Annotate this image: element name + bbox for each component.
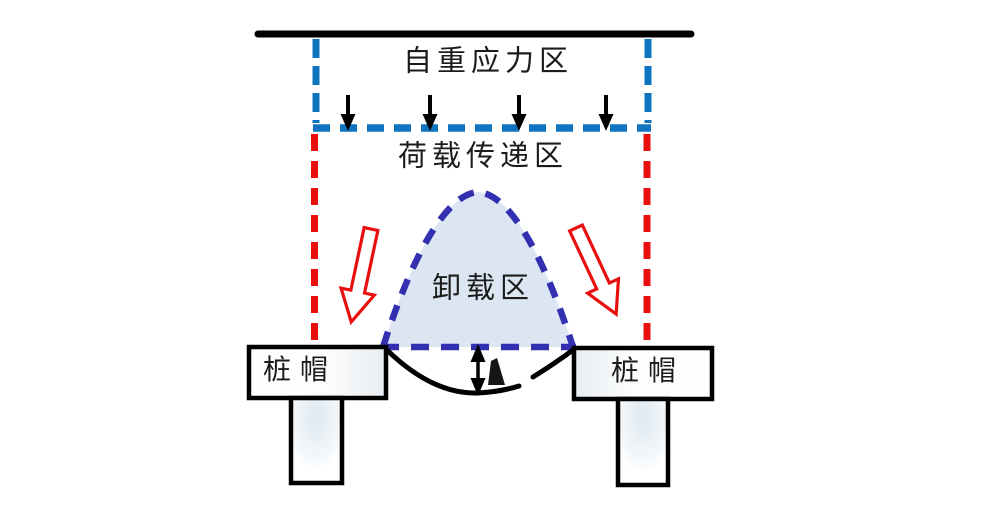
pile-left xyxy=(288,395,345,486)
arrow-head-up xyxy=(470,344,486,362)
shear-arrow-right xyxy=(567,222,621,318)
shear-arrow-left xyxy=(338,225,380,326)
load-transfer-zone-label: 荷载传递区 xyxy=(397,140,569,173)
down-arrow-icon xyxy=(340,95,356,131)
down-arrow-icon xyxy=(422,95,438,131)
unloading-zone-label: 卸载区 xyxy=(431,272,535,305)
pile-cap-right xyxy=(571,345,715,402)
down-arrow-icon xyxy=(598,95,614,131)
sagging-membrane-curve-left xyxy=(385,348,522,396)
settlement-arrow xyxy=(470,344,486,396)
arrow-head-down xyxy=(470,378,486,396)
pile-cap-left xyxy=(246,344,389,401)
pile-cap-left-label: 桩帽 xyxy=(262,355,338,386)
self-weight-zone-label: 自重应力区 xyxy=(402,45,574,78)
pile-right xyxy=(615,396,671,488)
pile-cap-right-label: 桩帽 xyxy=(610,356,686,387)
down-arrow-icon xyxy=(511,95,527,131)
settlement-wedge xyxy=(488,358,505,385)
red-hollow-arrow-icon xyxy=(338,225,380,326)
embankment-load-arrows xyxy=(340,95,614,131)
sagging-membrane-curve-right xyxy=(530,347,576,380)
unloading-zone-fill xyxy=(383,192,573,347)
red-hollow-arrow-icon xyxy=(567,222,621,318)
